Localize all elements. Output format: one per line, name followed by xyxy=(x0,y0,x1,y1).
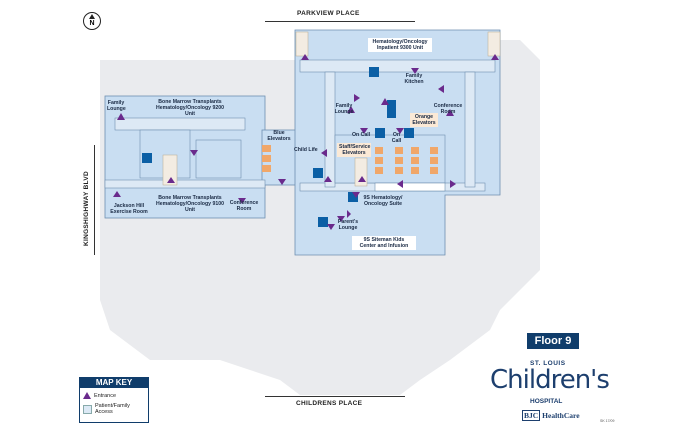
stairs xyxy=(295,31,309,57)
street-kingshighway: KINGSHIGHWAY BLVD xyxy=(83,170,91,247)
street-parkview: PARKVIEW PLACE xyxy=(297,10,360,17)
elevator-icons xyxy=(262,145,438,174)
restroom-icons xyxy=(142,67,414,227)
doc-code: SK 17/09 xyxy=(600,419,615,423)
label-bmt-9100: Bone Marrow Transplants Hematology/Oncol… xyxy=(155,195,225,213)
street-line xyxy=(265,21,415,22)
label-family-lounge-right: Family Lounge xyxy=(334,103,354,115)
label-blue-elevators: Blue Elevators xyxy=(267,130,291,142)
bjc-text: HealthCare xyxy=(542,411,580,420)
label-bmt-9200: Bone Marrow Transplants Hematology/Oncol… xyxy=(155,99,225,117)
label-conference-right: Conference Room xyxy=(433,103,463,115)
entrance-markers xyxy=(113,54,499,230)
street-line xyxy=(94,145,95,255)
label-child-life: Child Life xyxy=(294,147,318,153)
key-access-label: Patient/Family Access xyxy=(95,403,130,415)
street-line xyxy=(265,396,405,397)
access-swatch-icon xyxy=(83,404,92,414)
label-conference-left: Conference Room xyxy=(229,200,259,212)
label-jackson-hill: Jackson Hill Exercise Room xyxy=(110,203,148,215)
entrance-icon xyxy=(83,392,91,399)
logo-st-louis: ST. LOUIS xyxy=(530,360,566,367)
label-inpatient-9300: Hematology/Oncology Inpatient 9300 Unit xyxy=(368,38,432,52)
map-key-title: MAP KEY xyxy=(80,378,148,388)
logo-hospital: HOSPITAL xyxy=(530,398,563,405)
stairs xyxy=(487,31,501,57)
key-entrance: Entrance xyxy=(83,392,148,399)
street-childrens: CHILDRENS PLACE xyxy=(296,400,363,407)
key-entrance-label: Entrance xyxy=(94,392,117,399)
bjc-mark: BJC xyxy=(522,410,541,421)
label-on-call: On Call xyxy=(352,132,371,138)
key-access: Patient/Family Access xyxy=(83,403,148,415)
compass-north-icon: N xyxy=(83,12,101,30)
label-parents-lounge: Parent's Lounge xyxy=(337,219,359,231)
label-on-call-2: On Call xyxy=(391,132,402,144)
floor-badge: Floor 9 xyxy=(527,333,579,349)
map-key: MAP KEY Entrance Patient/Family Access xyxy=(79,377,149,423)
label-siteman: 9S Siteman Kids Center and Infusion xyxy=(352,236,416,250)
label-family-lounge: Family Lounge xyxy=(107,100,126,112)
logo-childrens: Children's xyxy=(490,365,610,395)
label-staff-elevators: Staff/Service Elevators xyxy=(337,143,371,157)
stairs xyxy=(162,154,178,186)
label-orange-elevators: Orange Elevators xyxy=(410,113,438,127)
label-9s-suite: 9S Hematology/ Oncology Suite xyxy=(363,195,403,207)
label-family-kitchen: Family Kitchen xyxy=(404,73,424,85)
